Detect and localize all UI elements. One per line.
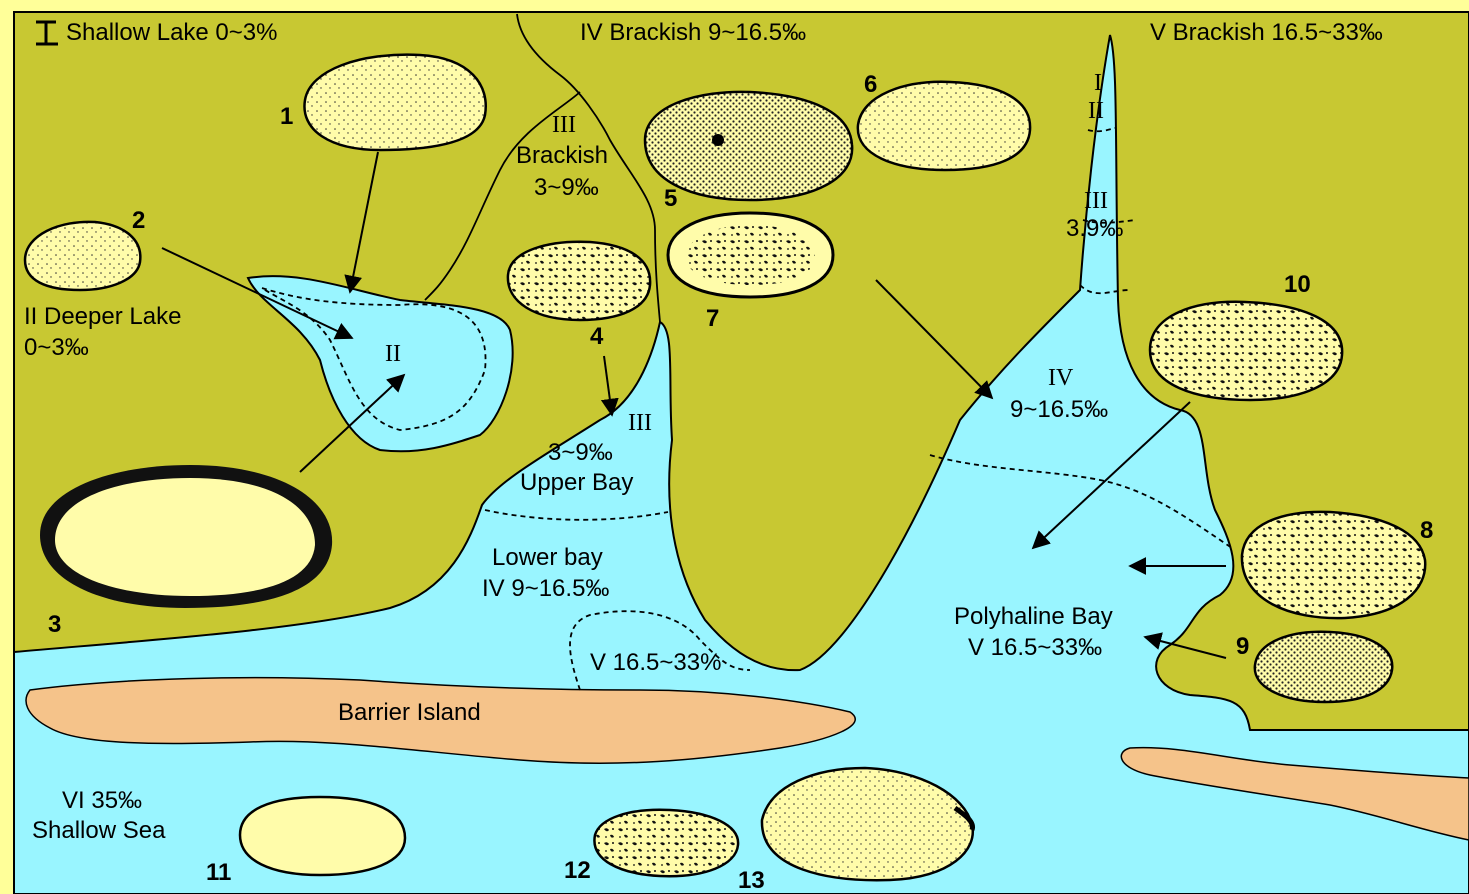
shell-10 xyxy=(1150,302,1342,400)
lake-numeral: II xyxy=(385,341,401,367)
east-IV-value: 9~16.5‰ xyxy=(1010,396,1108,423)
zone-III-value: 3~9‰ xyxy=(534,174,599,201)
shell-9 xyxy=(1255,632,1392,702)
shell-number-6: 6 xyxy=(864,71,877,98)
zone-V-top-label: V Brackish 16.5~33‰ xyxy=(1150,19,1383,46)
shell-1 xyxy=(304,55,485,150)
shell-5 xyxy=(645,92,852,200)
shell-number-4: 4 xyxy=(590,323,604,350)
shell-number-3: 3 xyxy=(48,611,61,638)
shell-number-5: 5 xyxy=(664,185,677,212)
east-IV-numeral: IV xyxy=(1048,365,1074,391)
upper-bay-value: 3~9‰ xyxy=(548,439,613,466)
zone-III-numeral: III xyxy=(552,112,576,138)
upper-bay-name: Upper Bay xyxy=(520,469,633,496)
zone-I-label: Shallow Lake 0~3% xyxy=(66,19,277,46)
barrier-island-label: Barrier Island xyxy=(338,699,481,726)
shell-11 xyxy=(240,797,405,875)
zone-III-name: Brackish xyxy=(516,142,608,169)
lower-bay-V-value: V 16.5~33% xyxy=(590,649,721,676)
shell-7 xyxy=(668,213,833,297)
lower-bay-value: IV 9~16.5‰ xyxy=(482,575,609,602)
shell-number-10: 10 xyxy=(1284,271,1311,298)
lower-bay-name: Lower bay xyxy=(492,544,603,571)
shell-number-2: 2 xyxy=(132,207,145,234)
shell-2 xyxy=(25,222,140,290)
zone-IV-top-label: IV Brackish 9~16.5‰ xyxy=(580,19,806,46)
shell-number-9: 9 xyxy=(1236,633,1249,660)
shell-12 xyxy=(594,810,738,876)
east-III-value: 3.9‰ xyxy=(1066,215,1123,242)
shell-number-12: 12 xyxy=(564,857,591,884)
polyhaline-bay-name: Polyhaline Bay xyxy=(954,603,1113,630)
zone-II-name: II Deeper Lake xyxy=(24,303,181,330)
east-I-numeral: I xyxy=(1094,70,1102,96)
zone-II-value: 0~3‰ xyxy=(24,334,89,361)
shell-number-11: 11 xyxy=(206,859,231,886)
shell-number-8: 8 xyxy=(1420,517,1433,544)
east-II-numeral: II xyxy=(1088,98,1104,124)
east-III-numeral: III xyxy=(1084,188,1108,214)
shell-8 xyxy=(1242,512,1425,618)
sea-name: Shallow Sea xyxy=(32,817,166,844)
upper-bay-numeral: III xyxy=(628,410,652,436)
shell-number-1: 1 xyxy=(280,103,293,130)
shell-3 xyxy=(40,465,332,608)
shell-number-13: 13 xyxy=(738,867,765,894)
polyhaline-bay-value: V 16.5~33‰ xyxy=(968,634,1102,661)
shell-6 xyxy=(858,82,1030,170)
sea-value: VI 35‰ xyxy=(62,787,142,814)
shell-4 xyxy=(508,242,650,320)
shell-number-7: 7 xyxy=(706,305,719,332)
